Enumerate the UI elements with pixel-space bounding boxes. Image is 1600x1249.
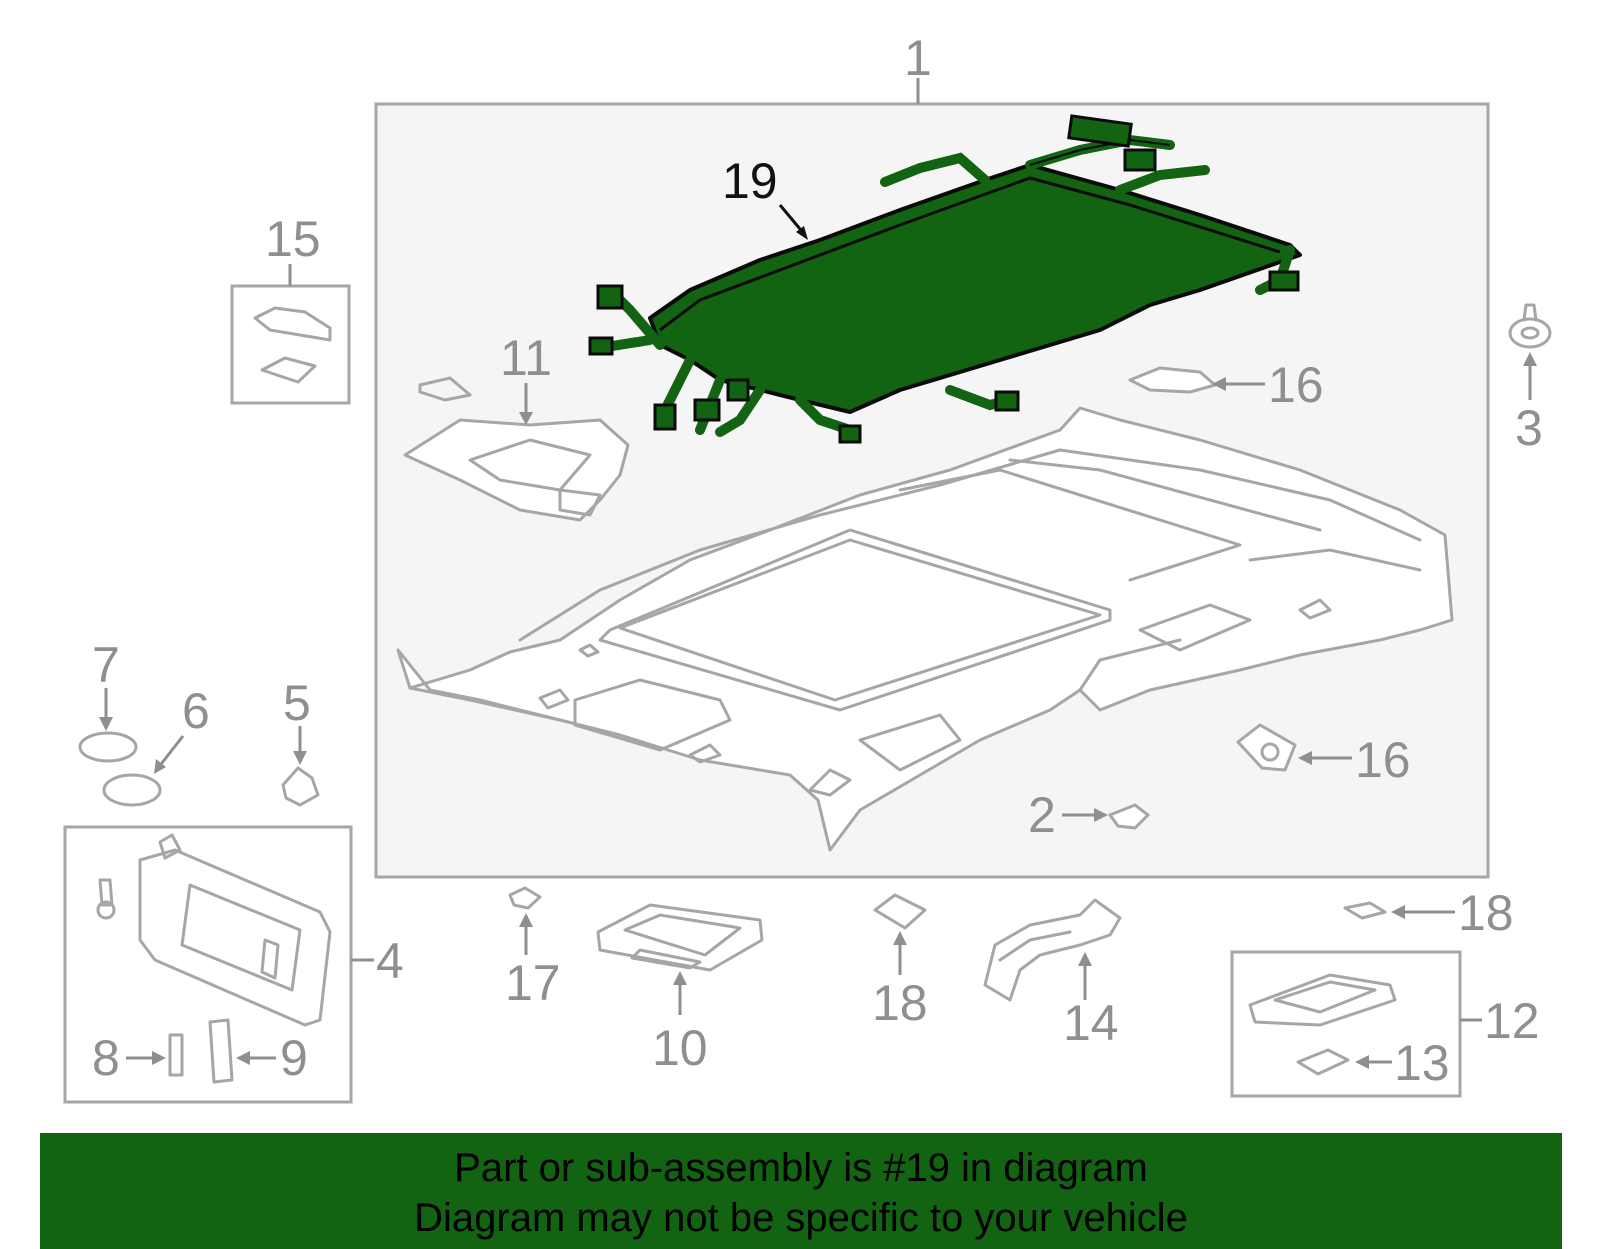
callout-5: 5 [283, 675, 311, 731]
callout-3: 3 [1515, 400, 1543, 456]
arrow-9 [236, 1051, 250, 1065]
part-15-pad [260, 356, 317, 384]
part-15-clip [253, 306, 332, 342]
part-7 [78, 731, 138, 763]
arrow-5 [293, 751, 307, 765]
part-11 [403, 376, 630, 522]
arrow-16-upper [1212, 377, 1226, 391]
arrow-19 [796, 226, 808, 240]
part-3 [1508, 303, 1552, 349]
arrow-11 [519, 412, 533, 425]
part-4-sun-visor [96, 833, 332, 1027]
part-8 [168, 1033, 184, 1077]
part-18-right [1343, 901, 1387, 920]
part-9 [208, 1018, 234, 1084]
part-12-console [1248, 973, 1397, 1027]
arrow-3 [1523, 352, 1537, 366]
callout-8: 8 [92, 1030, 120, 1086]
callout-6: 6 [182, 683, 210, 739]
callout-16-lower: 16 [1355, 732, 1411, 788]
callout-18-middle: 18 [872, 975, 928, 1031]
arrow-8 [152, 1051, 166, 1065]
arrow-18-middle [893, 931, 907, 945]
part-19-highlighted [588, 114, 1302, 444]
arrow-7 [99, 717, 113, 731]
part-18-middle [873, 893, 927, 930]
callout-9: 9 [280, 1030, 308, 1086]
arrow-16-lower [1298, 751, 1312, 765]
banner-line-2: Diagram may not be specific to your vehi… [414, 1196, 1188, 1240]
arrow-6 [154, 759, 166, 774]
arrow-17 [519, 913, 533, 927]
headliner-part [396, 406, 1454, 852]
callout-17: 17 [505, 955, 561, 1011]
callout-2: 2 [1028, 787, 1056, 843]
part-10 [596, 903, 764, 972]
arrow-10 [673, 971, 687, 985]
arrow-18-right [1391, 905, 1405, 919]
callout-18-right: 18 [1458, 885, 1514, 941]
part-14 [983, 898, 1122, 1002]
arrow-14 [1078, 952, 1092, 966]
callout-4: 4 [376, 933, 404, 989]
callout-15: 15 [265, 211, 321, 267]
info-banner: Part or sub-assembly is #19 in diagram D… [40, 1133, 1562, 1249]
leader-6 [156, 735, 185, 769]
part-17 [508, 886, 542, 910]
arrow-13 [1355, 1055, 1369, 1069]
part-15-box [230, 284, 351, 405]
callout-7: 7 [92, 637, 120, 693]
callout-12: 12 [1484, 993, 1540, 1049]
callout-19: 19 [722, 153, 778, 209]
part-12-box [1230, 950, 1462, 1098]
callout-13: 13 [1394, 1035, 1450, 1091]
callout-14: 14 [1063, 995, 1119, 1051]
part-6 [102, 773, 162, 807]
banner-line-1: Part or sub-assembly is #19 in diagram [454, 1146, 1148, 1190]
part-4-box [63, 825, 353, 1104]
callout-11: 11 [500, 330, 552, 386]
part-16-lower [1236, 723, 1297, 772]
arrow-2 [1094, 808, 1108, 822]
callout-10: 10 [652, 1020, 708, 1076]
callout-1: 1 [904, 30, 932, 86]
part-5 [281, 766, 320, 807]
part-2 [1108, 803, 1150, 830]
part-13 [1296, 1048, 1350, 1076]
callout-16-upper: 16 [1268, 357, 1324, 413]
